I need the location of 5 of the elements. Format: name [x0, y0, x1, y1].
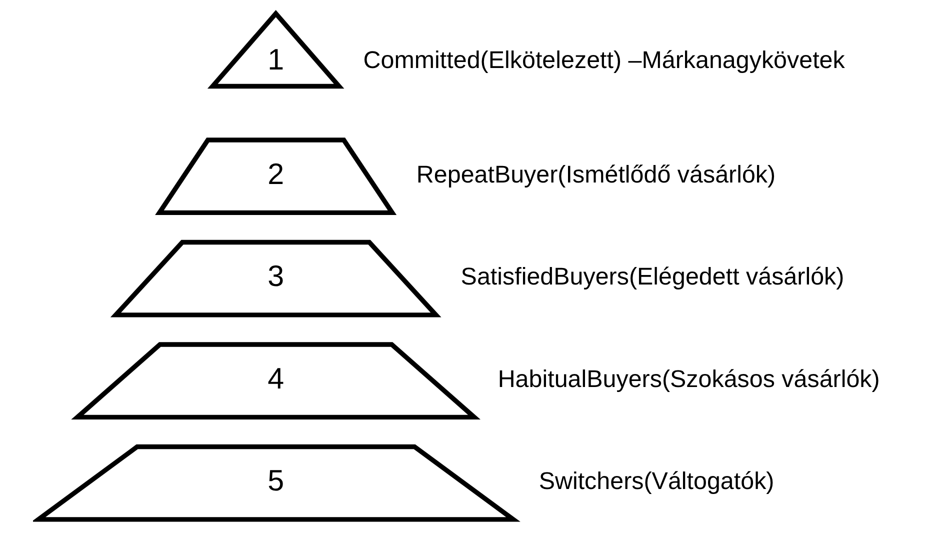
node-label: RepeatBuyer(Ismétlődő vásárlók): [416, 161, 776, 188]
node-label: SatisfiedBuyers(Elégedett vásárlók): [460, 264, 844, 291]
node-label: Committed(Elkötelezett) –Márkanagykövetek: [362, 46, 844, 74]
node-label: Switchers(Váltogatók): [538, 468, 774, 496]
node-label: HabitualBuyers(Szokásos vásárlók): [497, 366, 880, 393]
